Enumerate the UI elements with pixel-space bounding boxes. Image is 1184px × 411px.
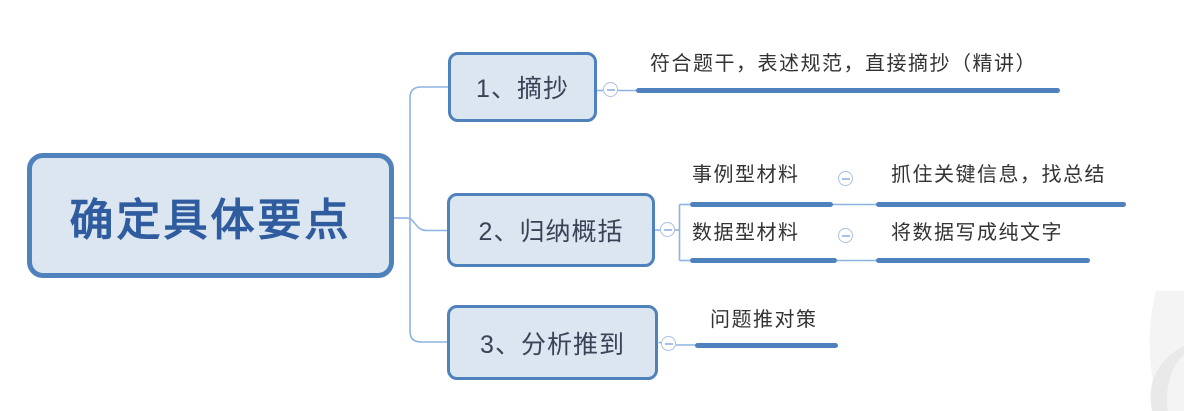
minus-glyph xyxy=(663,228,672,231)
subtopic-2-1-note[interactable]: 抓住关键信息，找总结 xyxy=(891,164,1106,186)
root-topic-label: 确定具体要点 xyxy=(69,195,352,245)
branch-underline xyxy=(876,202,1126,207)
collapse-minus-icon[interactable] xyxy=(603,82,618,97)
topic-node-2[interactable]: 2、归纳概括 xyxy=(447,193,655,267)
trunk-line xyxy=(409,86,448,343)
minus-glyph xyxy=(841,234,850,237)
branch-underline xyxy=(876,258,1090,263)
subtopic-2-2-note[interactable]: 将数据写成纯文字 xyxy=(891,222,1063,244)
minus-glyph xyxy=(841,177,850,180)
branch-underline xyxy=(636,88,1060,93)
collapse-minus-icon[interactable] xyxy=(838,228,853,243)
branch-underline xyxy=(695,343,838,348)
subtopic-2-1-title[interactable]: 事例型材料 xyxy=(692,164,800,186)
topic-node-3[interactable]: 3、分析推到 xyxy=(447,305,658,380)
root-topic[interactable]: 确定具体要点 xyxy=(27,153,394,278)
topic-node-1[interactable]: 1、摘抄 xyxy=(448,52,597,122)
topic-3-note[interactable]: 问题推对策 xyxy=(710,309,818,331)
minus-glyph xyxy=(606,88,615,91)
minus-glyph xyxy=(664,342,673,345)
collapse-minus-icon[interactable] xyxy=(661,336,676,351)
topic-1-label: 1、摘抄 xyxy=(476,75,569,103)
topic-2-label: 2、归纳概括 xyxy=(478,218,624,246)
root-to-topic2-line xyxy=(406,217,447,232)
branch-underline xyxy=(690,258,837,263)
topic-3-label: 3、分析推到 xyxy=(480,330,625,359)
watermark-shape xyxy=(1149,291,1184,411)
collapse-minus-icon[interactable] xyxy=(838,171,853,186)
branch-underline xyxy=(690,202,833,207)
subtopic-2-2-title[interactable]: 数据型材料 xyxy=(692,222,800,244)
topic-1-note[interactable]: 符合题干，表述规范，直接摘抄（精讲） xyxy=(650,53,1037,75)
collapse-minus-icon[interactable] xyxy=(660,222,675,237)
